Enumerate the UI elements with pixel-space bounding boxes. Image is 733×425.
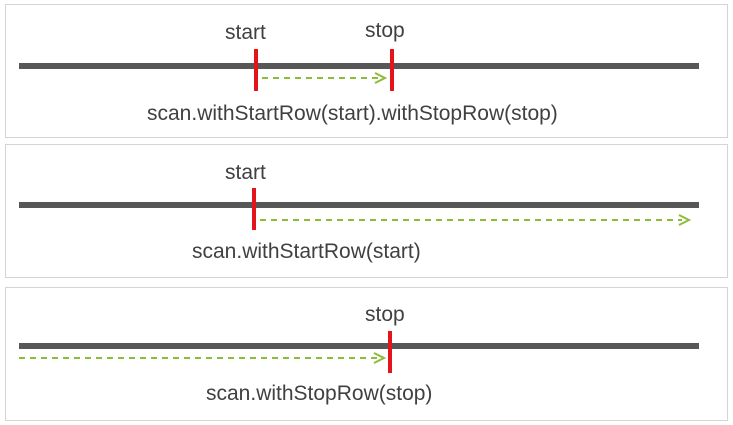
start-label: start xyxy=(225,161,266,184)
scan-range-panel-start: start scan.withStartRow(start) xyxy=(5,144,728,278)
scan-code-caption: scan.withStartRow(start).withStopRow(sto… xyxy=(147,102,558,125)
stop-marker xyxy=(388,331,392,373)
scan-direction-arrow xyxy=(260,214,692,226)
scan-range-panel-stop: stop scan.withStopRow(stop) xyxy=(5,287,728,421)
row-key-axis xyxy=(19,343,699,349)
scan-range-panel-start-stop: start stop scan.withStartRow(start).with… xyxy=(5,4,728,138)
scan-code-caption: scan.withStopRow(stop) xyxy=(206,382,433,405)
stop-label: stop xyxy=(365,303,405,326)
start-label: start xyxy=(225,21,266,44)
scan-direction-arrow xyxy=(19,352,387,364)
stop-marker xyxy=(390,49,394,91)
row-key-axis xyxy=(19,63,699,69)
start-marker xyxy=(252,188,256,230)
row-key-axis xyxy=(19,202,699,208)
scan-direction-arrow xyxy=(262,72,388,84)
scan-code-caption: scan.withStartRow(start) xyxy=(192,240,421,263)
start-marker xyxy=(254,49,258,91)
stop-label: stop xyxy=(365,19,405,42)
